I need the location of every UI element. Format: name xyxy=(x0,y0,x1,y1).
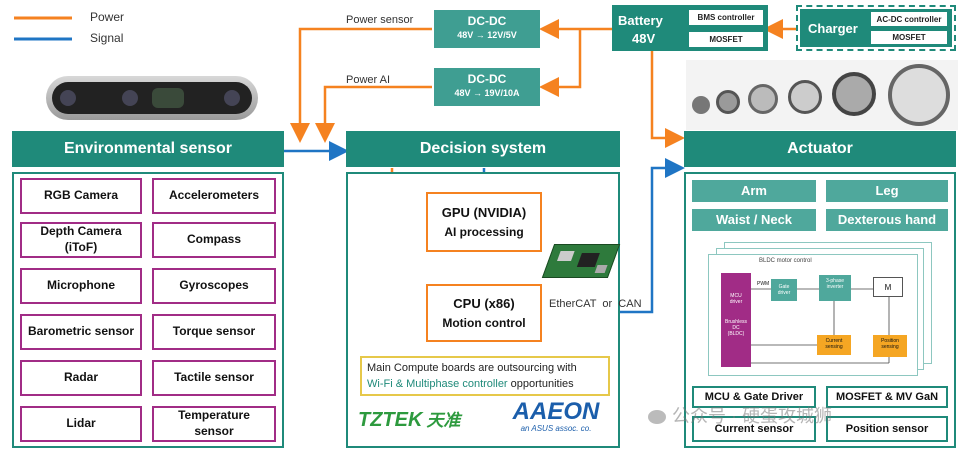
bldc-inverter: 3-phase inverter xyxy=(819,275,851,301)
sensor-temperature: Temperature sensor xyxy=(152,406,276,442)
dcdc1-spec: 48V → 12V/5V xyxy=(457,30,517,40)
bldc-motor: M xyxy=(873,277,903,297)
power-battery-dcdc2 xyxy=(539,29,582,97)
actuator-waist-neck: Waist / Neck xyxy=(692,209,816,231)
ac-dc-controller-box: AC-DC controller xyxy=(870,11,948,27)
sensor-accelerometers: Accelerometers xyxy=(152,178,276,214)
ethercat-label: EtherCAT or CAN xyxy=(549,298,642,310)
sensor-rgb-camera: RGB Camera xyxy=(20,178,142,214)
bldc-pwm-label: PWM xyxy=(757,281,770,287)
dcdc2-title: DC-DC xyxy=(467,72,507,86)
power-sensor-label: Power sensor xyxy=(346,14,414,26)
battery-mosfet-box: MOSFET xyxy=(688,31,764,48)
gpu-title: GPU (NVIDIA) xyxy=(441,205,527,221)
actuator-arm: Arm xyxy=(692,180,816,202)
bldc-title: BLDC motor control xyxy=(759,258,812,264)
env-sensor-panel xyxy=(12,172,284,448)
sensor-compass: Compass xyxy=(152,222,276,258)
aaeon-logo: AAEON an ASUS assoc. co. xyxy=(512,398,600,434)
bldc-current-sensing: Current sensing xyxy=(817,335,851,355)
power-battery-actuator xyxy=(650,48,685,148)
compute-note-line1: Main Compute boards are outsourcing with xyxy=(367,362,577,374)
power-ai-label: Power AI xyxy=(346,74,391,86)
actuator-position-sensor: Position sensor xyxy=(826,416,948,442)
gpu-sub: AI processing xyxy=(444,224,524,239)
cpu-title: CPU (x86) xyxy=(453,296,515,312)
battery-title: Battery xyxy=(618,13,663,28)
wechat-icon xyxy=(648,410,666,425)
battery-box: Battery 48V BMS controller MOSFET xyxy=(612,5,768,51)
legend-signal-label: Signal xyxy=(90,31,124,45)
dcdc2-spec: 48V → 19V/10A xyxy=(454,88,520,98)
legend-power-label: Power xyxy=(90,10,125,24)
cpu-sub: Motion control xyxy=(442,315,526,330)
dcdc-converter-2: DC-DC 48V → 19V/10A xyxy=(434,68,540,106)
actuator-dexterous-hand: Dexterous hand xyxy=(826,209,948,231)
sensor-barometric: Barometric sensor xyxy=(20,314,142,350)
depth-camera-image xyxy=(46,76,258,120)
bldc-position-sensing: Position sensing xyxy=(873,335,907,357)
compute-note-box: Main Compute boards are outsourcing with… xyxy=(360,356,610,396)
bldc-arrows xyxy=(751,288,890,364)
actuator-header: Actuator xyxy=(684,131,956,167)
power-dcdc2-decision xyxy=(315,85,432,143)
actuator-mcu-gate-driver: MCU & Gate Driver xyxy=(692,386,816,408)
charger-title: Charger xyxy=(808,21,858,36)
bldc-mcu-block: MCU driver Brushless DC (BLDC) xyxy=(721,273,751,367)
cpu-box: CPU (x86) Motion control xyxy=(426,284,542,342)
decision-header: Decision system xyxy=(346,131,620,167)
watermark: 公众号 · 硬蛋攻城狮 xyxy=(648,402,832,428)
sensor-tactile: Tactile sensor xyxy=(152,360,276,396)
bldc-gate-driver: Gate driver xyxy=(771,279,797,301)
bldc-diagram: BLDC motor control MCU driver Brushless … xyxy=(708,254,918,376)
sensor-depth-camera: Depth Camera (iToF) xyxy=(20,222,142,258)
motor-products-image xyxy=(686,60,958,130)
sensor-gyroscopes: Gyroscopes xyxy=(152,268,276,304)
compute-board-image xyxy=(541,244,621,278)
sensor-torque: Torque sensor xyxy=(152,314,276,350)
dcdc-converter-1: DC-DC 48V → 12V/5V xyxy=(434,10,540,48)
dcdc1-title: DC-DC xyxy=(467,14,507,28)
compute-note-highlight: Wi-Fi & Multiphase controller xyxy=(367,377,508,390)
sensor-lidar: Lidar xyxy=(20,406,142,442)
battery-voltage: 48V xyxy=(632,31,656,46)
sensor-microphone: Microphone xyxy=(20,268,142,304)
charger-mosfet-box: MOSFET xyxy=(870,30,948,45)
power-dcdc1-env xyxy=(290,27,432,143)
gpu-box: GPU (NVIDIA) AI processing xyxy=(426,192,542,252)
actuator-current-sensor: Current sensor xyxy=(692,416,816,442)
bms-controller-box: BMS controller xyxy=(688,9,764,26)
actuator-mosfet-gan: MOSFET & MV GaN xyxy=(826,386,948,408)
charger-inner: Charger AC-DC controller MOSFET xyxy=(800,9,952,47)
env-sensor-header: Environmental sensor xyxy=(12,131,284,167)
actuator-leg: Leg xyxy=(826,180,948,202)
compute-note-end: opportunities xyxy=(507,377,574,390)
sensor-radar: Radar xyxy=(20,360,142,396)
